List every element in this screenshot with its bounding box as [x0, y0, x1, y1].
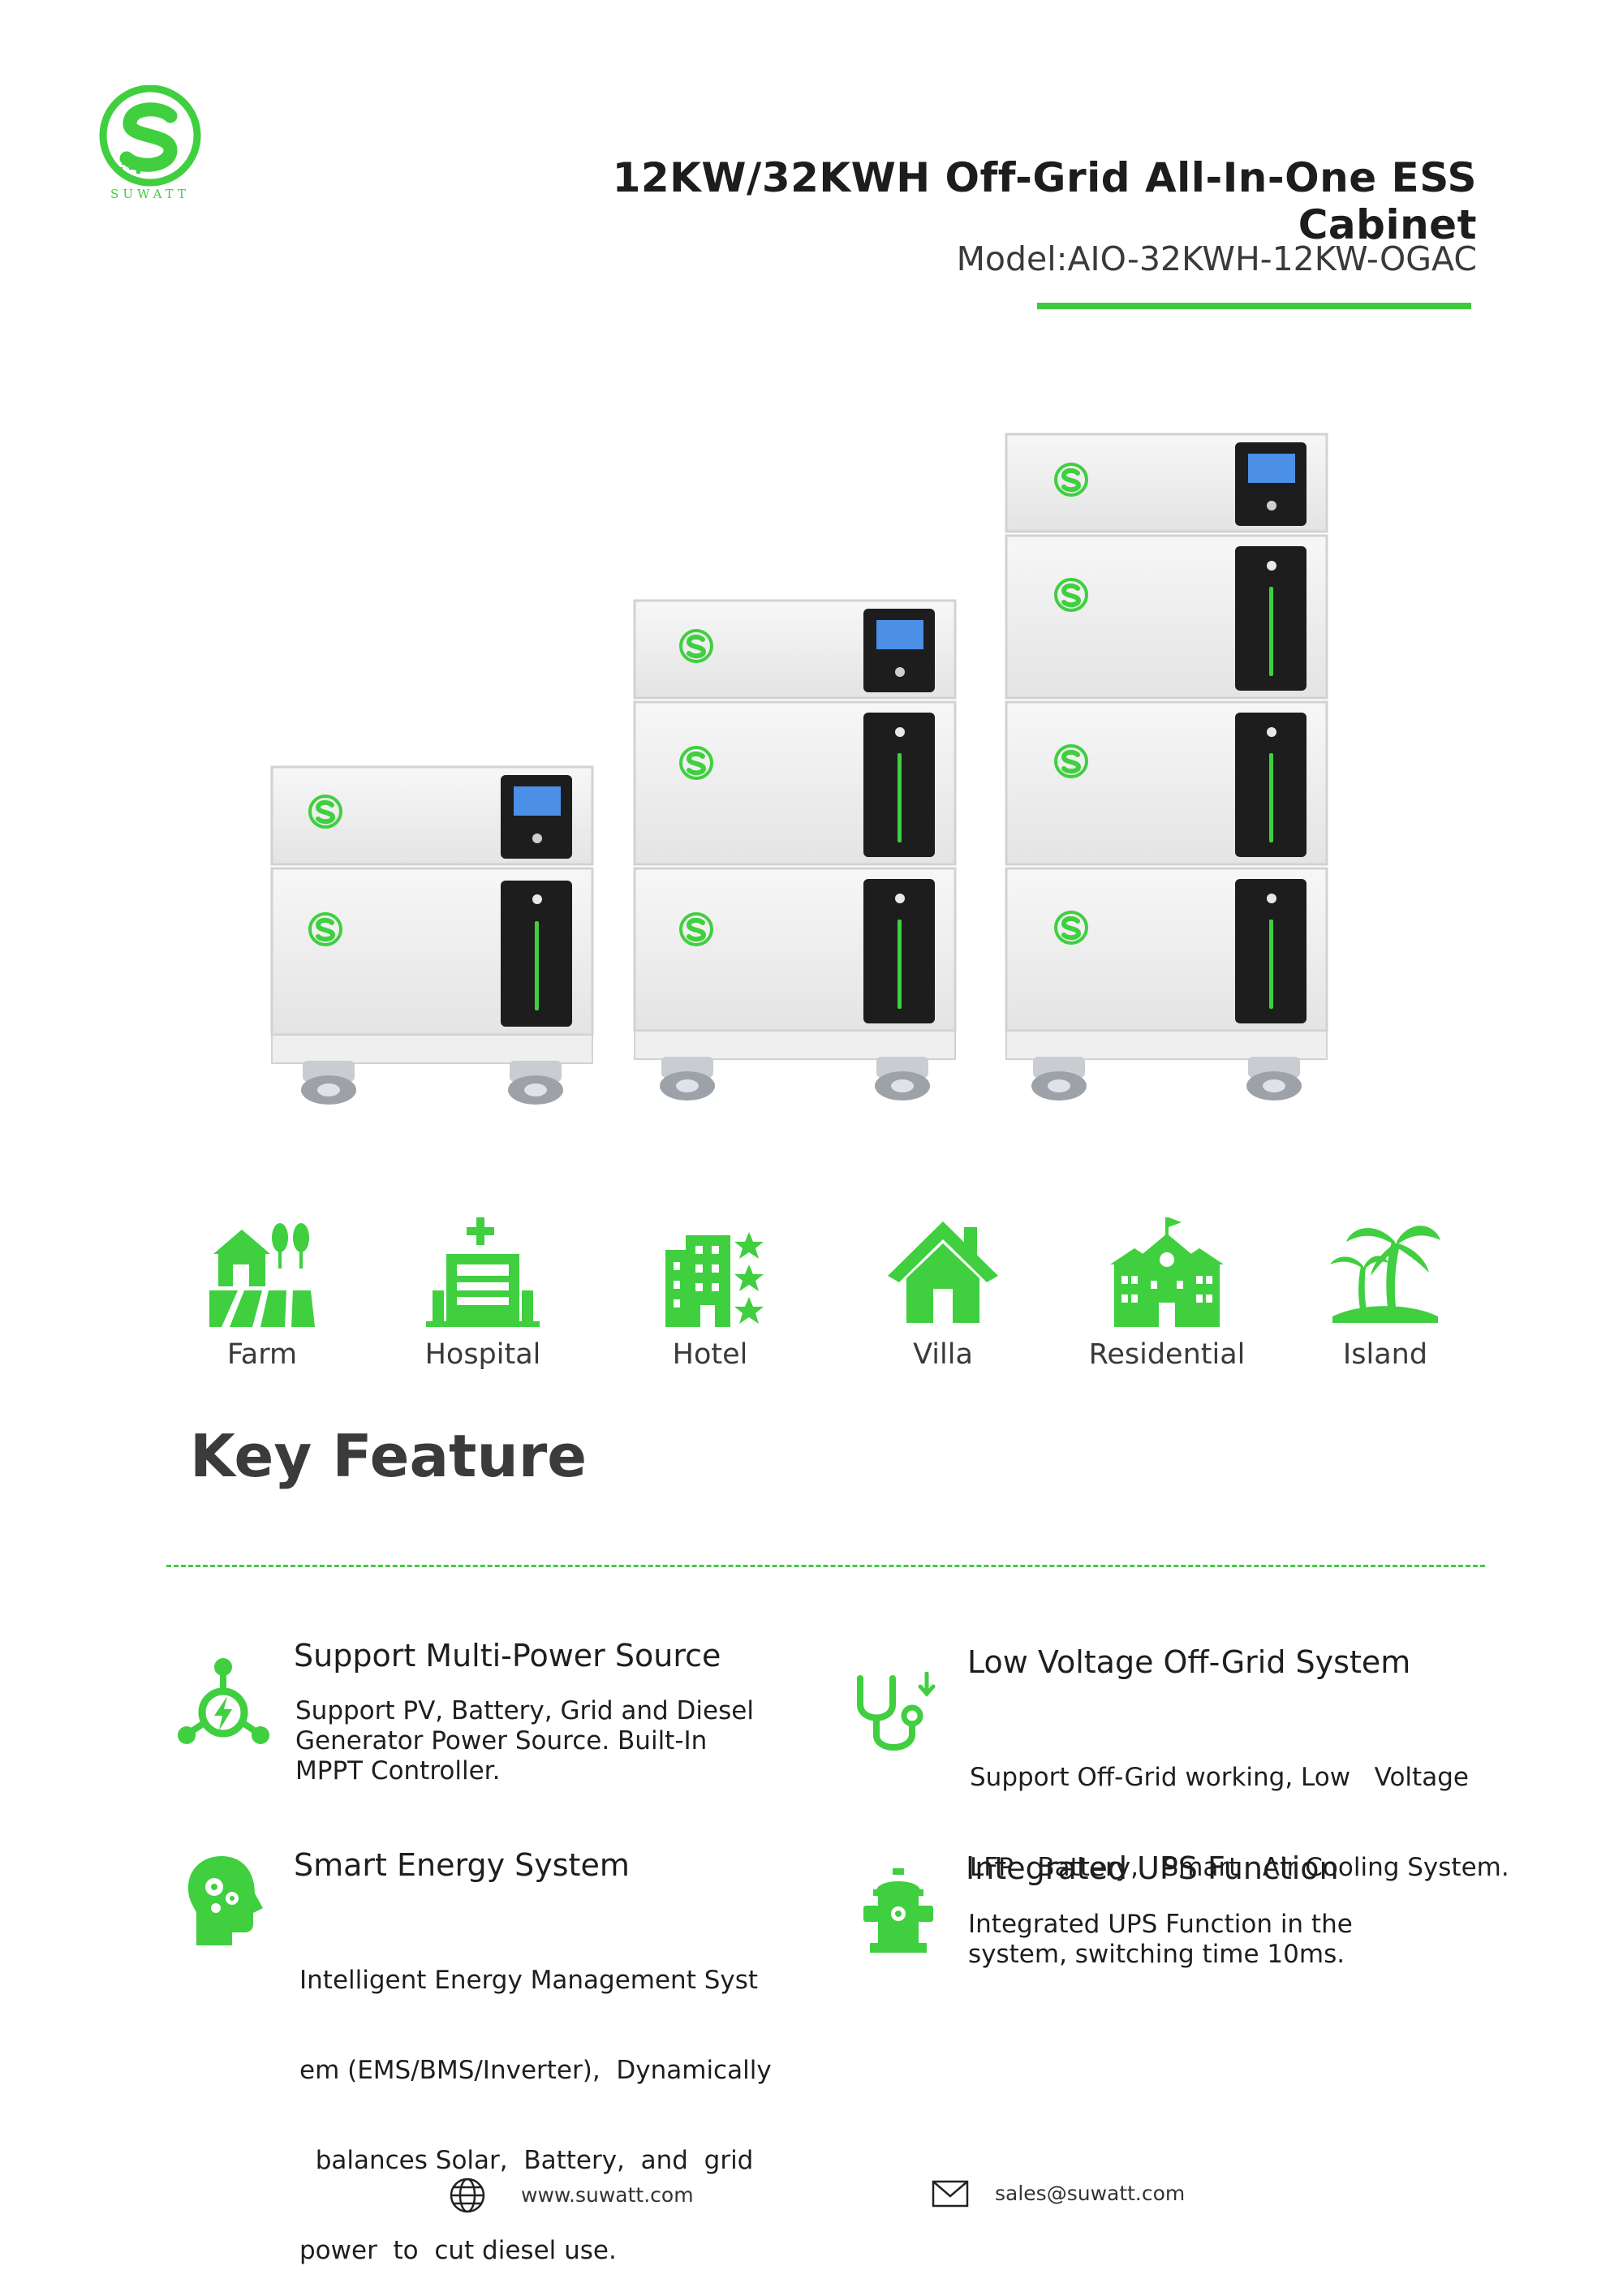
section-heading: Key Feature [190, 1422, 588, 1490]
application-label: Hospital [424, 1338, 541, 1371]
application-villa: Villa [850, 1217, 1036, 1371]
application-label: Residential [1088, 1338, 1246, 1371]
feature-description-line: Integrated UPS Function in the [968, 1910, 1353, 1939]
feature-description-line: Support PV, Battery, Grid and Diesel [295, 1696, 754, 1725]
application-hotel: Hotel [617, 1217, 803, 1371]
hydrant-icon [862, 1868, 935, 1957]
feature-description: Intelligent Energy Management Syst em (E… [299, 1906, 772, 2296]
application-farm: Farm [169, 1217, 355, 1371]
hotel-icon [665, 1232, 764, 1327]
feature-title: Low Voltage Off-Grid System [967, 1644, 1411, 1680]
feature-description-line: MPPT Controller. [295, 1756, 501, 1786]
feature-description-line: LFP Battery, Smart Air Cooling System. [970, 1853, 1509, 1882]
application-island: Island [1292, 1217, 1479, 1371]
email-icon [932, 2180, 969, 2211]
application-hospital: Hospital [390, 1217, 576, 1371]
hospital-icon [426, 1217, 540, 1327]
feature-description-line: power to cut diesel use. [299, 2236, 617, 2265]
feature-description-line: balances Solar, Battery, and grid [299, 2146, 754, 2175]
feature-description: Support Off-Grid working, Low Voltage LF… [970, 1703, 1509, 1913]
feature-title: Smart Energy System [294, 1847, 630, 1883]
product-image [239, 349, 1375, 1128]
application-label: Farm [226, 1338, 298, 1371]
application-label: Villa [913, 1338, 973, 1371]
multi-power-icon [177, 1656, 270, 1752]
farm-icon [209, 1223, 315, 1327]
brand-logo: SUWATT [89, 84, 211, 215]
residential-icon [1110, 1217, 1224, 1327]
brand-name: SUWATT [110, 187, 190, 201]
globe-icon [449, 2177, 486, 2217]
brain-gear-icon [185, 1854, 266, 1951]
feature-description: Support PV, Battery, Grid and Diesel Gen… [295, 1696, 754, 1786]
island-icon [1330, 1226, 1440, 1323]
villa-icon [888, 1221, 998, 1323]
section-divider [166, 1565, 1485, 1567]
feature-title: Support Multi-Power Source [294, 1638, 721, 1674]
application-label: Hotel [672, 1338, 748, 1371]
feature-description-line: em (EMS/BMS/Inverter), Dynamically [299, 2056, 772, 2085]
suwatt-logo-icon [99, 84, 201, 187]
stethoscope-icon [854, 1671, 939, 1760]
feature-description-line: system, switching time 10ms. [968, 1940, 1345, 1969]
model-number: Model:AIO-32KWH-12KW-OGAC [956, 239, 1477, 278]
feature-title: Integrated UPS Function [966, 1850, 1339, 1886]
page-title: 12KW/32KWH Off-Grid All-In-One ESS Cabin… [612, 154, 1477, 248]
application-residential: Residential [1074, 1217, 1260, 1371]
feature-description: Integrated UPS Function in the system, s… [968, 1910, 1353, 1970]
website-link[interactable]: www.suwatt.com [521, 2183, 694, 2207]
ess-cabinets-image [270, 433, 1328, 1105]
email-link[interactable]: sales@suwatt.com [995, 2182, 1186, 2205]
application-label: Island [1342, 1338, 1428, 1371]
feature-description-line: Generator Power Source. Built-In [295, 1726, 708, 1755]
feature-description-line: Intelligent Energy Management Syst [299, 1966, 759, 1995]
feature-description-line: Support Off-Grid working, Low Voltage [970, 1763, 1469, 1792]
title-underline [1037, 303, 1471, 309]
